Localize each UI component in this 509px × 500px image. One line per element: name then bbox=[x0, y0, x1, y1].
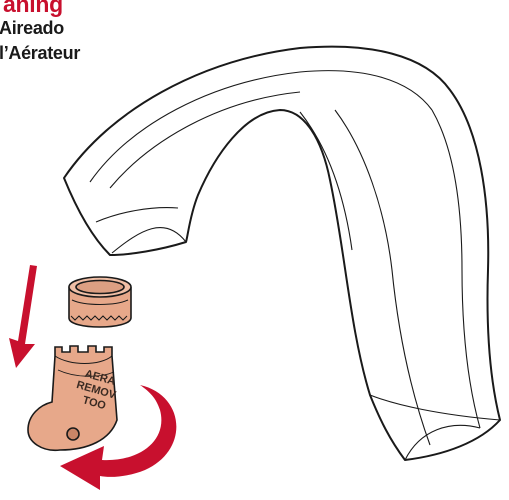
faucet-spout bbox=[64, 47, 500, 460]
down-arrow-icon bbox=[9, 265, 37, 368]
aerator-cartridge bbox=[69, 277, 131, 327]
